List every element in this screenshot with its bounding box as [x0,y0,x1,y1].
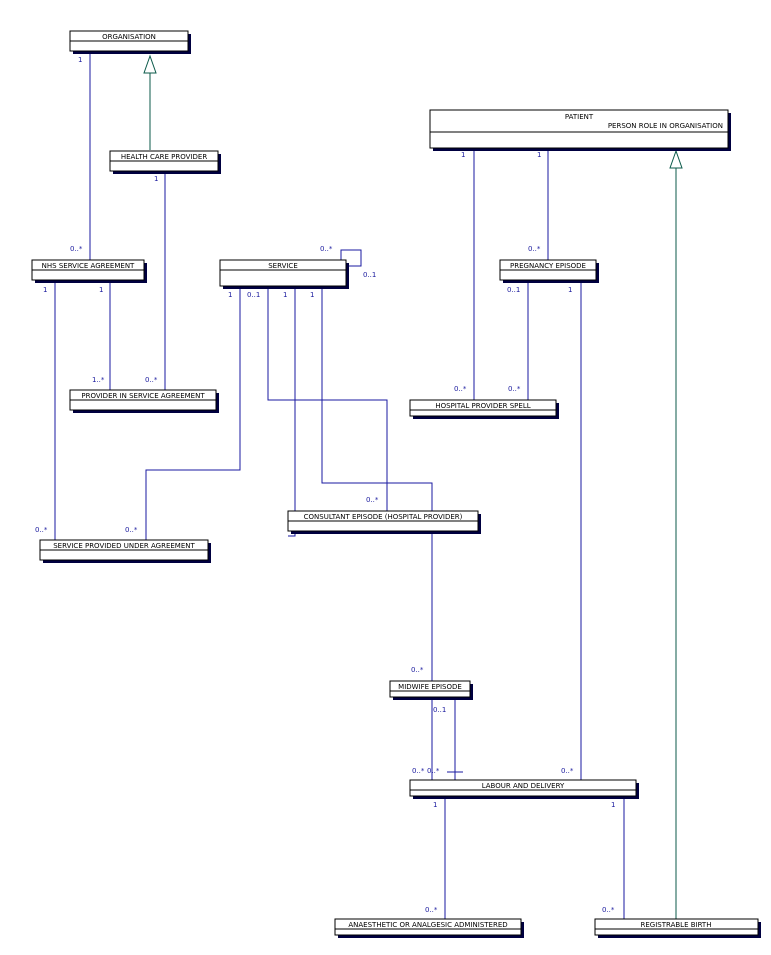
assoc-service-labour [321,289,433,780]
class-labour-and-delivery[interactable]: LABOUR AND DELIVERY [409,779,639,799]
class-midwife-episode-name: MIDWIFE EPISODE [398,683,462,691]
mult-service-b: 0..1 [247,291,260,299]
class-patient-name: PATIENT [565,113,594,121]
class-health-care-provider[interactable]: HEALTH CARE PROVIDER [109,150,221,174]
class-organisation[interactable]: ORGANISATION [69,30,191,54]
mult-service-a: 1 [228,291,232,299]
mult-org-to-nhs-src: 1 [78,56,82,64]
assoc-service-consultant-b [288,289,296,537]
class-pregnancy-episode[interactable]: PREGNANCY EPISODE [499,259,599,283]
assoc-service-service-provided [145,289,241,540]
class-anaesthetic-or-analgesic-administered[interactable]: ANAESTHETIC OR ANALGESIC ADMINISTERED [334,918,524,938]
mult-preg-from-patient: 0..* [528,245,541,253]
class-registrable-birth[interactable]: REGISTRABLE BIRTH [594,918,761,938]
gen-birth-to-patient-arrowhead [669,149,683,169]
class-service[interactable]: SERVICE [219,259,349,289]
class-health-care-provider-name: HEALTH CARE PROVIDER [121,153,208,161]
generalizations [143,54,683,919]
class-anaesthetic-or-analgesic-administered-name: ANAESTHETIC OR ANALGESIC ADMINISTERED [348,921,507,929]
class-patient[interactable]: PATIENT PERSON ROLE IN ORGANISATION [429,109,731,151]
mult-spua-from-nhs: 0..* [35,526,48,534]
class-nhs-service-agreement-name: NHS SERVICE AGREEMENT [42,262,135,270]
class-provider-in-service-agreement-name: PROVIDER IN SERVICE AGREEMENT [81,392,205,400]
class-pregnancy-episode-name: PREGNANCY EPISODE [510,262,586,270]
mult-patient-left: 1 [461,151,465,159]
class-provider-in-service-agreement[interactable]: PROVIDER IN SERVICE AGREEMENT [69,389,219,413]
mult-spell-from-patient: 0..* [454,385,467,393]
mult-midwife-from-service: 0..* [411,666,424,674]
class-registrable-birth-name: REGISTRABLE BIRTH [641,921,712,929]
associations [54,53,625,919]
multiplicity-labels: 1 0..* 1 0..* 0..* 0..1 1 1 1..* 1 0..1 … [35,56,615,914]
class-service-provided-under-agreement[interactable]: SERVICE PROVIDED UNDER AGREEMENT [39,539,211,563]
mult-hcp-to-pisa-dst: 0..* [145,376,158,384]
mult-lad-from-preg: 0..* [561,767,574,775]
assoc-service-self [340,249,362,267]
mult-nhs-left: 1 [43,286,47,294]
class-patient-subtitle: PERSON ROLE IN ORGANISATION [608,122,723,130]
mult-anaesthetic-from-lad: 0..* [425,906,438,914]
class-consultant-episode[interactable]: CONSULTANT EPISODE (HOSPITAL PROVIDER) [287,510,481,534]
mult-preg-a: 0..1 [507,286,520,294]
mult-consultant-from-service: 0..* [366,496,379,504]
mult-midwife-down: 0..1 [433,706,446,714]
mult-org-to-nhs-dst: 0..* [70,245,83,253]
assoc-service-consultant-a [267,289,388,511]
class-labour-and-delivery-name: LABOUR AND DELIVERY [482,782,565,790]
mult-lad-right: 1 [611,801,615,809]
mult-lad-from-service: 0..* [412,767,425,775]
mult-spell-from-preg: 0..* [508,385,521,393]
class-service-name: SERVICE [268,262,298,270]
class-service-provided-under-agreement-name: SERVICE PROVIDED UNDER AGREEMENT [53,542,195,550]
class-hospital-provider-spell-name: HOSPITAL PROVIDER SPELL [435,402,530,410]
mult-birth-from-lad: 0..* [602,906,615,914]
mult-pisa-from-nhs: 1..* [92,376,105,384]
mult-service-c: 1 [283,291,287,299]
class-nhs-service-agreement[interactable]: NHS SERVICE AGREEMENT [31,259,147,283]
mult-service-self-a: 0..* [320,245,333,253]
mult-lad-left: 1 [433,801,437,809]
class-midwife-episode[interactable]: MIDWIFE EPISODE [389,680,473,700]
mult-lad-from-midwife: 0..* [427,767,440,775]
mult-preg-b: 1 [568,286,572,294]
mult-service-self-b: 0..1 [363,271,376,279]
gen-hcp-to-organisation-arrowhead [143,54,157,74]
mult-hcp-to-pisa-src: 1 [154,175,158,183]
mult-patient-right: 1 [537,151,541,159]
class-organisation-name: ORGANISATION [102,33,156,41]
class-hospital-provider-spell[interactable]: HOSPITAL PROVIDER SPELL [409,399,559,419]
mult-spua-from-service: 0..* [125,526,138,534]
class-consultant-episode-name: CONSULTANT EPISODE (HOSPITAL PROVIDER) [304,513,463,521]
mult-nhs-right: 1 [99,286,103,294]
mult-service-d: 1 [310,291,314,299]
